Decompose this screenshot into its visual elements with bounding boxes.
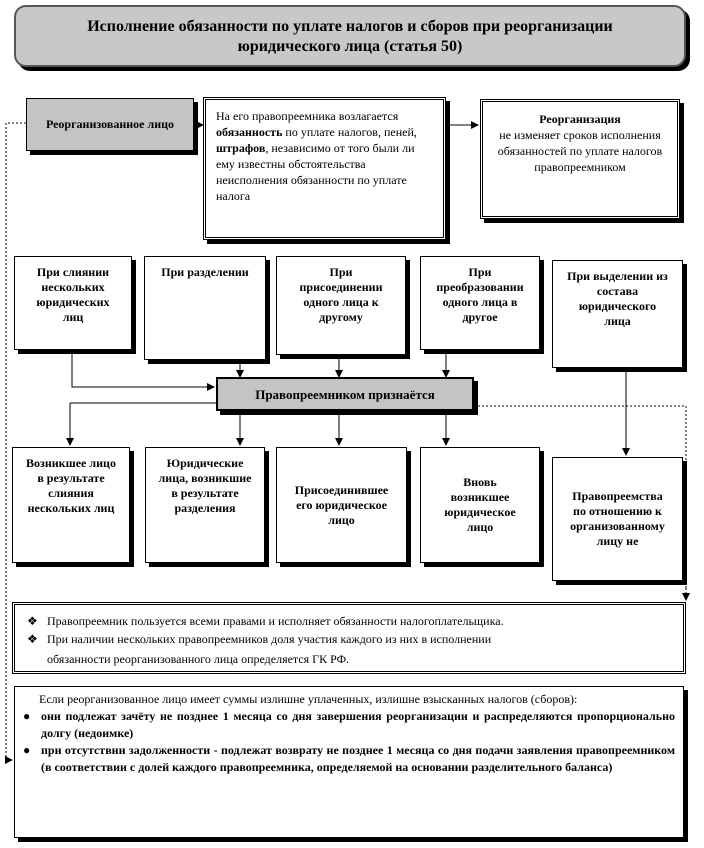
successor-duty-suffix: , независимо от того были ли ему известн… <box>216 141 415 203</box>
successor-division-label: Юридические лица, возникшие в результате… <box>158 456 252 515</box>
successor-duty-box: На его правопреемника возлагается обязан… <box>203 97 446 240</box>
form-merger-label: При слиянии нескольких юридических лиц <box>36 265 110 324</box>
overpaid-intro: Если реорганизованное лицо имеет суммы и… <box>39 692 578 706</box>
successor-merger-box: Возникшее лицо в результате слияния неск… <box>12 447 130 563</box>
overpaid-taxes-box: Если реорганизованное лицо имеет суммы и… <box>14 686 684 838</box>
successor-merger-label: Возникшее лицо в результате слияния неск… <box>26 456 116 515</box>
successor-accession-box: Присоединившее его юридическое лицо <box>276 447 407 563</box>
title-line-2: юридического лица (статья 50) <box>237 38 463 55</box>
successor-division-box: Юридические лица, возникшие в результате… <box>145 447 265 563</box>
spinoff-successor-label: Правопреемства по отношению к организова… <box>570 489 665 548</box>
title-line-1: Исполнение обязанности по уплате налогов… <box>87 18 613 35</box>
form-transformation-label: При преобразовании одного лица в другое <box>436 265 524 324</box>
overpaid-bullet-1-icon: ● <box>23 709 31 723</box>
recognized-successor-label: Правопреемником признаётся <box>255 386 435 402</box>
overpaid-bullet-2: при отсутствии задолженности - подлежат … <box>41 743 675 774</box>
rights-item-2-line-1: При наличии нескольких правопреемников д… <box>47 632 492 646</box>
rights-item-1: Правопреемник пользуется всеми правами и… <box>47 614 504 628</box>
form-division-box: При разделении <box>144 256 266 360</box>
no-change-box: Реорганизация не изменяет сроков исполне… <box>480 99 680 219</box>
no-change-bold: Реорганизация <box>539 112 621 126</box>
overpaid-bullet-1: они подлежат зачёту не позднее 1 месяца … <box>41 709 675 740</box>
rights-bullet-2-icon: ❖ <box>27 632 38 646</box>
reorganized-entity-label: Реорганизованное лицо <box>45 117 175 131</box>
successor-rights-box: ❖ Правопреемник пользуется всеми правами… <box>12 602 686 674</box>
form-accession-box: При присоединении одного лица к другому <box>276 256 406 355</box>
successor-accession-label: Присоединившее его юридическое лицо <box>294 482 389 527</box>
rights-item-2-line-2: обязанности реорганизованного лица опред… <box>47 652 350 666</box>
form-spinoff-box: При выделении из состава юридического ли… <box>552 260 683 368</box>
reorganized-entity-box: Реорганизованное лицо <box>26 98 194 151</box>
no-change-text: не изменяет сроков исполнения обязанност… <box>497 128 663 174</box>
form-merger-box: При слиянии нескольких юридических лиц <box>14 256 132 350</box>
diagram-title: Исполнение обязанности по уплате налогов… <box>14 5 686 67</box>
form-division-label: При разделении <box>161 265 249 279</box>
successor-duty-prefix: На его правопреемника возлагается <box>216 109 399 123</box>
rights-bullet-1-icon: ❖ <box>27 614 38 628</box>
successor-duty-word: обязанность <box>216 125 283 139</box>
successor-transformation-box: Вновь возникшее юридическое лицо <box>420 447 540 563</box>
arrow-merge-to-recognized <box>71 350 215 391</box>
overpaid-bullet-2-icon: ● <box>23 743 31 757</box>
successor-fines-word: штрафов <box>216 141 266 155</box>
spinoff-successor-box: Правопреемства по отношению к организова… <box>552 457 683 581</box>
recognized-successor-box: Правопреемником признаётся <box>216 377 474 411</box>
form-spinoff-label: При выделении из состава юридического ли… <box>567 269 668 328</box>
successor-duty-middle: по уплате налогов, пеней, <box>282 125 417 139</box>
form-transformation-box: При преобразовании одного лица в другое <box>420 256 540 350</box>
form-accession-label: При присоединении одного лица к другому <box>299 265 383 324</box>
right-dotted-line <box>474 405 687 588</box>
successor-transformation-label: Вновь возникшее юридическое лицо <box>444 475 516 534</box>
